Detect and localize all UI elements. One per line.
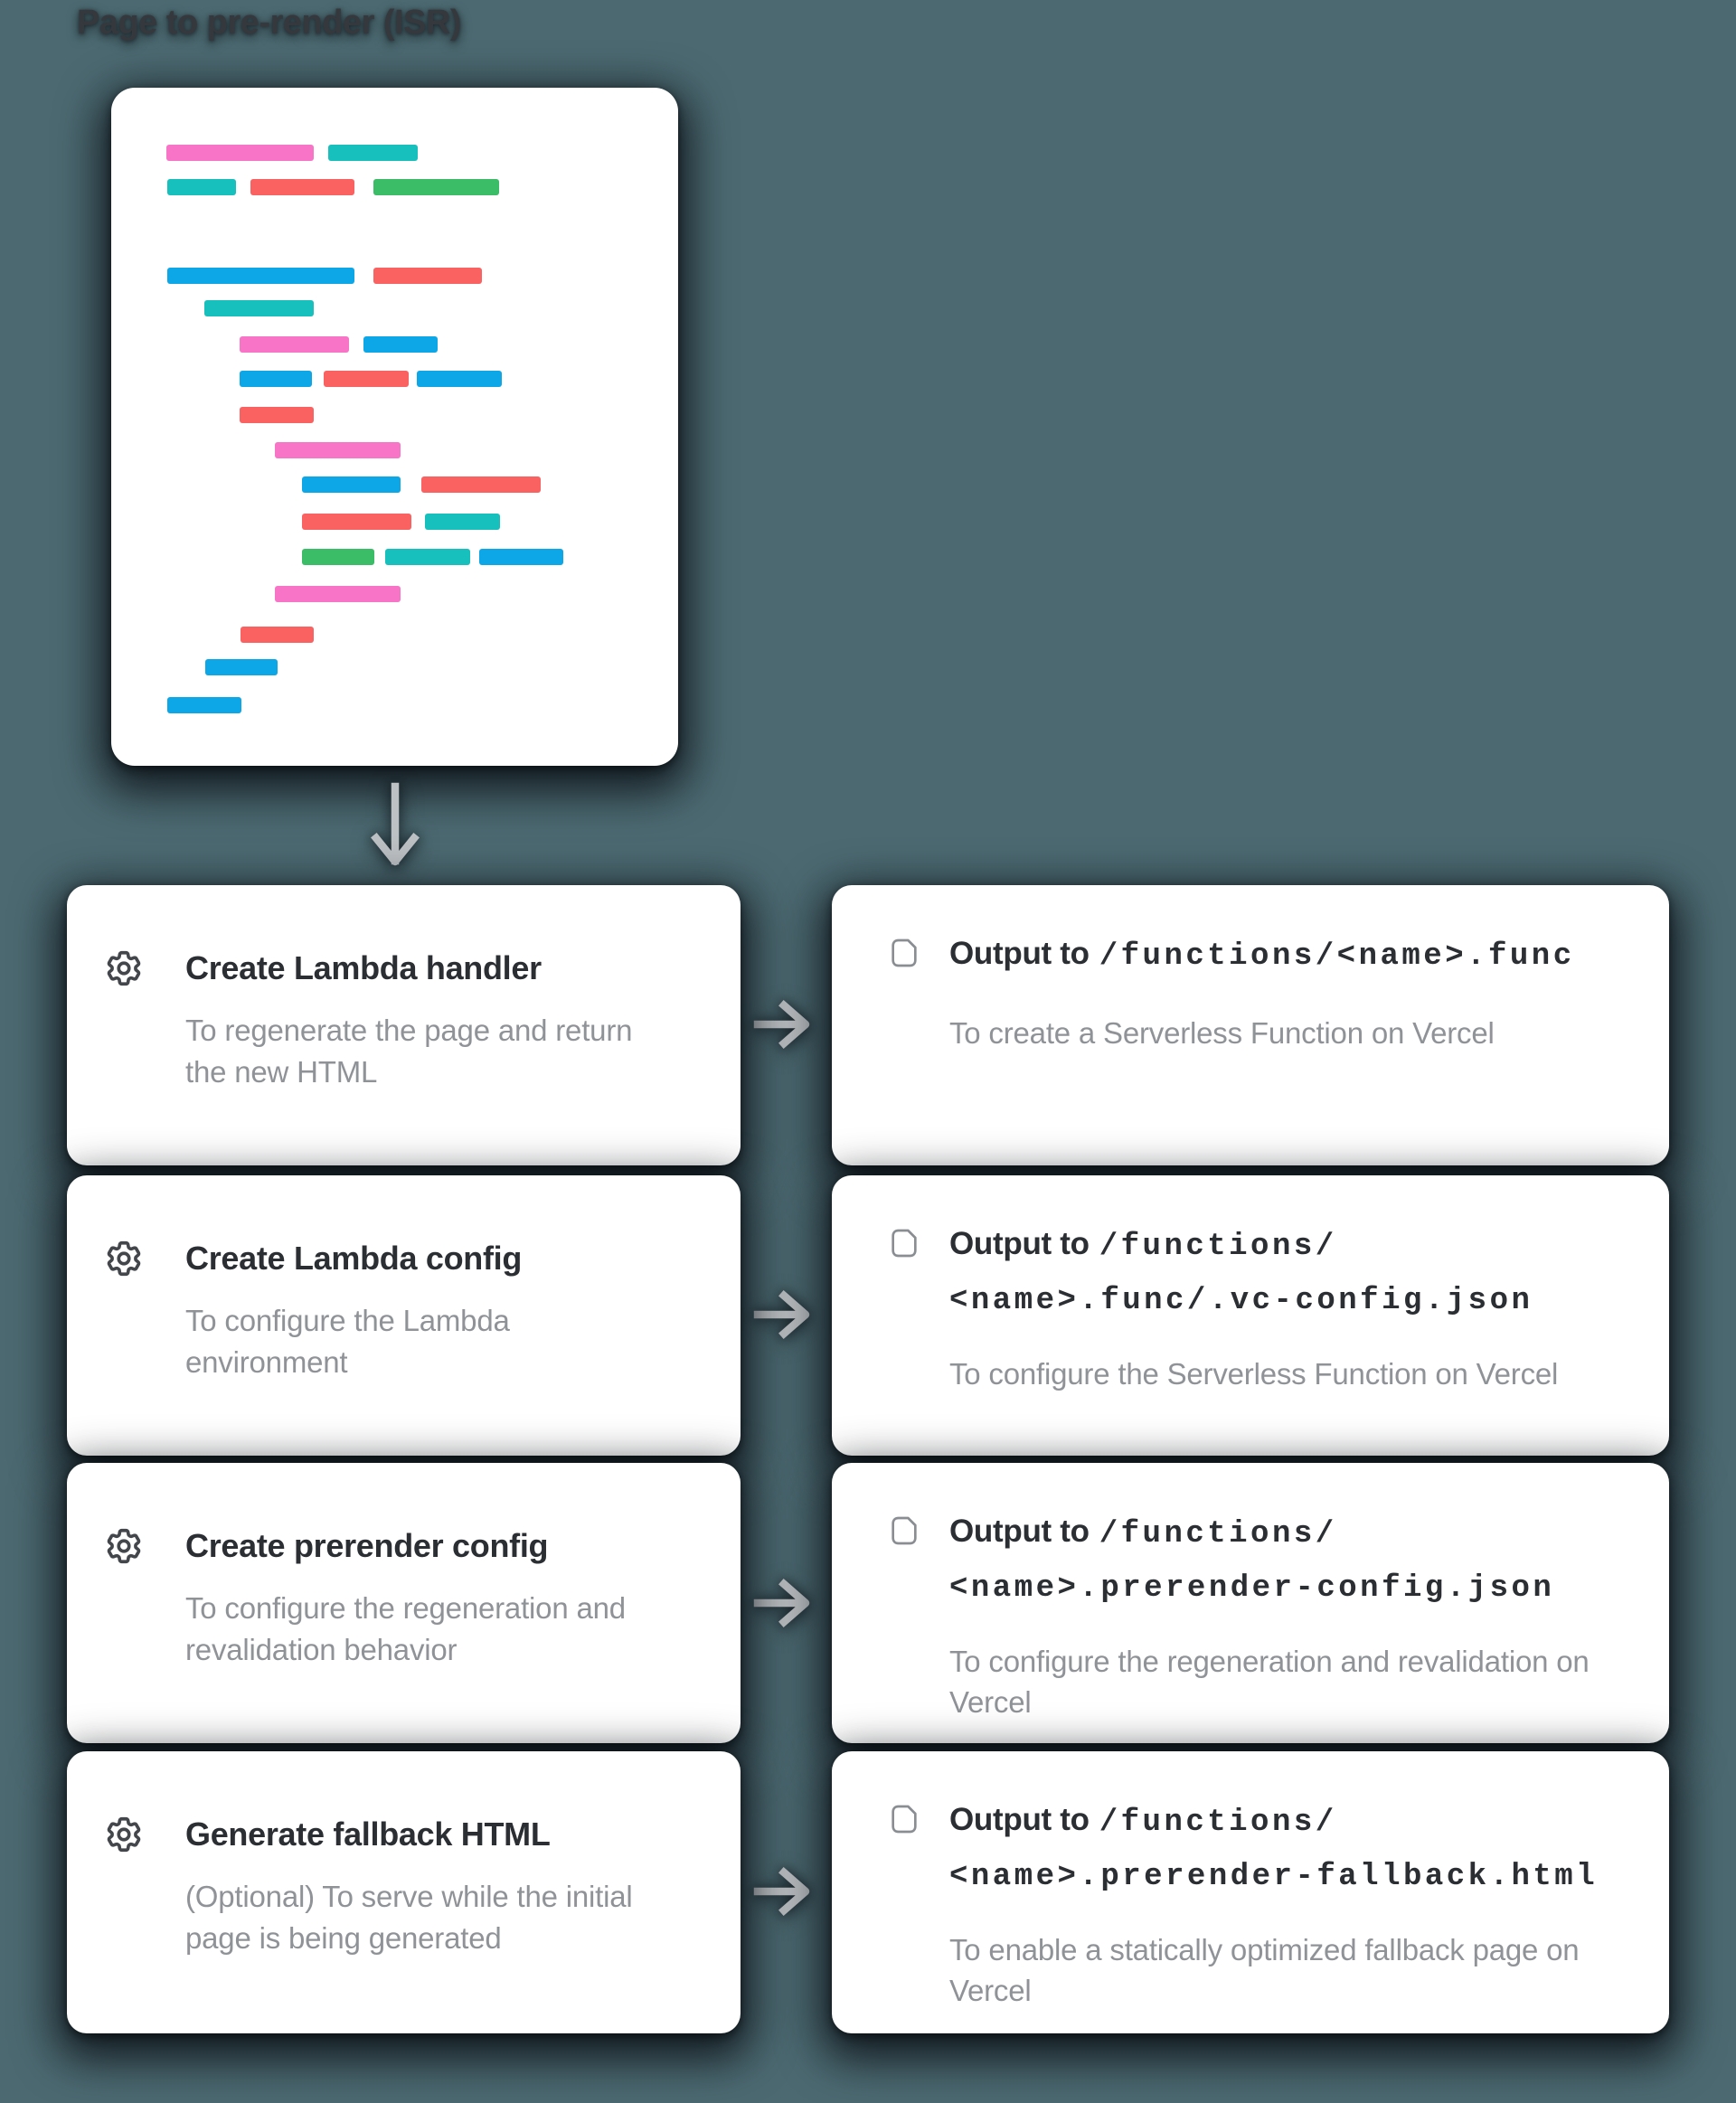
output-card-prerender-fallback: Output to/functions/ <name>.prerender-fal…: [832, 1751, 1669, 2033]
step-title: Create Lambda config: [185, 1240, 523, 1277]
file-icon: [892, 1229, 917, 1258]
gear-icon: [107, 1816, 141, 1853]
output-description: To create a Serverless Function on Verce…: [949, 1016, 1495, 1050]
step-title: Create prerender config: [185, 1527, 549, 1564]
step-card-create-prerender-config: Create prerender config To configure the…: [67, 1463, 741, 1743]
output-card-prerender-config: Output to/functions/ <name>.prerender-con…: [832, 1463, 1669, 1743]
code-line-bar: [417, 371, 502, 387]
gear-icon: [107, 1240, 141, 1277]
gear-icon: [107, 950, 141, 986]
output-path-line2: <name>.prerender-config.json: [949, 1571, 1555, 1606]
output-title-prefix: Output to: [949, 1802, 1090, 1837]
code-line-bar: [373, 268, 482, 284]
step-card-create-lambda-handler: Create Lambda handler To regenerate the …: [67, 885, 741, 1165]
code-line-bar: [167, 268, 354, 284]
code-line-bar: [275, 442, 401, 458]
code-line-bar: [324, 371, 409, 387]
step-description: (Optional) To serve while the initial pa…: [185, 1880, 633, 1955]
file-icon: [892, 938, 917, 967]
code-line-bar: [240, 407, 314, 423]
arrow-right-icon: [753, 1290, 810, 1339]
output-path: /functions/: [1099, 1230, 1337, 1264]
output-card-header: Output to/functions/ <name>.func/.vc-conf…: [886, 1219, 1629, 1394]
arrow-right-icon: [753, 1579, 810, 1627]
output-card-vc-config: Output to/functions/ <name>.func/.vc-conf…: [832, 1175, 1669, 1456]
code-line-bar: [167, 179, 236, 195]
step-card-header: Create Lambda handler To regenerate the …: [103, 948, 701, 1093]
output-card-header: Output to/functions/<name>.func To creat…: [886, 929, 1629, 1053]
code-line-bar: [167, 697, 241, 713]
step-card-create-lambda-config: Create Lambda config To configure the La…: [67, 1175, 741, 1456]
step-card-header: Generate fallback HTML (Optional) To ser…: [103, 1815, 701, 1959]
step-title: Generate fallback HTML: [185, 1815, 551, 1853]
step-card-generate-fallback-html: Generate fallback HTML (Optional) To ser…: [67, 1751, 741, 2033]
arrow-down-icon: [371, 782, 420, 866]
code-line-bar: [479, 549, 563, 565]
output-card-header: Output to/functions/ <name>.prerender-fal…: [886, 1795, 1629, 2011]
output-title-prefix: Output to: [949, 936, 1090, 971]
code-line-bar: [302, 549, 374, 565]
output-description: To enable a statically optimized fallbac…: [949, 1933, 1580, 2007]
code-line-bar: [302, 476, 401, 493]
code-line-bar: [275, 586, 401, 602]
step-description: To configure the regeneration and revali…: [185, 1591, 626, 1666]
output-title-prefix: Output to: [949, 1514, 1090, 1549]
code-line-bar: [363, 336, 438, 353]
step-title: Create Lambda handler: [185, 949, 542, 986]
output-title: Output to/functions/ <name>.prerender-fal…: [949, 1795, 1600, 1902]
step-description: To regenerate the page and return the ne…: [185, 1014, 633, 1089]
output-description: To configure the regeneration and revali…: [949, 1645, 1590, 1719]
code-line-bar: [250, 179, 354, 195]
code-line-bar: [205, 659, 278, 675]
step-card-header: Create prerender config To configure the…: [103, 1526, 701, 1671]
code-line-bar: [166, 145, 314, 161]
output-title: Output to/functions/ <name>.prerender-con…: [949, 1506, 1600, 1614]
arrow-right-icon: [753, 1000, 810, 1049]
output-description: To configure the Serverless Function on …: [949, 1357, 1559, 1391]
diagram-title: Page to pre-render (ISR): [77, 4, 462, 42]
code-line-bar: [373, 179, 499, 195]
output-card-header: Output to/functions/ <name>.prerender-con…: [886, 1506, 1629, 1722]
output-path-line2: <name>.prerender-fallback.html: [949, 1860, 1599, 1894]
output-title: Output to/functions/ <name>.func/.vc-conf…: [949, 1219, 1558, 1326]
code-line-bar: [240, 336, 349, 353]
code-line-bar: [328, 145, 418, 161]
code-line-bar: [241, 627, 314, 643]
code-line-bar: [302, 514, 411, 530]
file-icon: [892, 1516, 917, 1545]
output-path-line2: <name>.func/.vc-config.json: [949, 1284, 1533, 1318]
code-line-bar: [385, 549, 470, 565]
output-title: Output to/functions/<name>.func: [949, 929, 1575, 985]
code-line-bar: [240, 371, 312, 387]
output-path: /functions/: [1099, 1517, 1337, 1551]
output-path: /functions/: [1099, 1806, 1337, 1840]
step-description: To configure the Lambda environment: [185, 1304, 510, 1379]
file-icon: [892, 1805, 917, 1834]
code-line-bar: [204, 300, 314, 316]
arrow-right-icon: [753, 1867, 810, 1916]
pre-render-page-card: [111, 88, 678, 766]
code-line-bar: [421, 476, 541, 493]
output-path: /functions/<name>.func: [1099, 939, 1575, 974]
gear-icon: [107, 1528, 141, 1564]
step-card-header: Create Lambda config To configure the La…: [103, 1239, 701, 1383]
output-card-func: Output to/functions/<name>.func To creat…: [832, 885, 1669, 1165]
code-line-bar: [425, 514, 500, 530]
output-title-prefix: Output to: [949, 1226, 1090, 1261]
